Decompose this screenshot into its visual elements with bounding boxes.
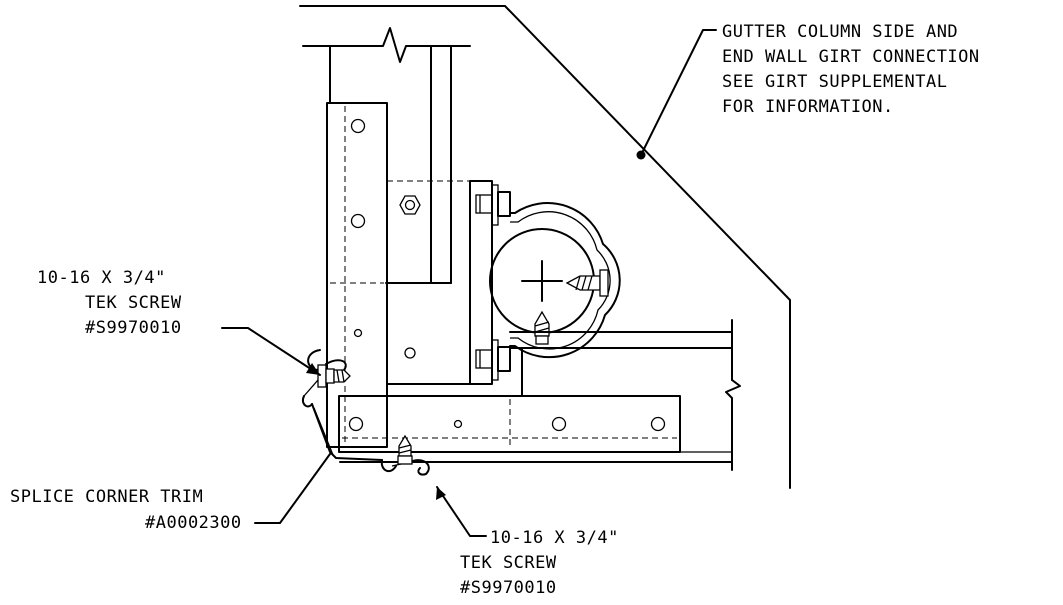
horizontal-clip-plate [338, 395, 681, 453]
callout-splice-trim: SPLICE CORNER TRIM #A0002300 [10, 487, 242, 533]
gutter-connection-line-4: FOR INFORMATION. [722, 97, 894, 117]
detail-boundary [299, 5, 791, 489]
callout-gutter-connection: GUTTER COLUMN SIDE AND END WALL GIRT CON… [722, 22, 980, 117]
callout-tek-screw-bottom: 10-16 X 3/4" TEK SCREW #S9970010 [460, 528, 619, 598]
tek-screw-left-line-2: TEK SCREW [85, 293, 182, 313]
strap-screw [565, 269, 609, 297]
leader-gutter-connection [636, 29, 717, 160]
splice-trim-line-1: SPLICE CORNER TRIM [10, 487, 203, 507]
leader-tek-screw-bottom [436, 486, 487, 537]
gutter-connection-line-3: SEE GIRT SUPPLEMENTAL [722, 72, 947, 92]
plate-bolt-top [475, 184, 511, 226]
tek-screw-left-line-1: 10-16 X 3/4" [37, 268, 166, 288]
callout-tek-screw-left: 10-16 X 3/4" TEK SCREW #S9970010 [37, 268, 182, 338]
vertical-clip-plate [326, 102, 388, 448]
cap-plate [386, 180, 493, 385]
tek-screw-bottom-line-1: 10-16 X 3/4" [490, 528, 619, 548]
strap-bottom-screw [534, 310, 550, 345]
splice-trim-line-2: #A0002300 [145, 513, 242, 533]
tek-screw-left-graphic [317, 364, 351, 388]
gutter-connection-line-2: END WALL GIRT CONNECTION [722, 47, 980, 67]
tek-screw-bottom-graphic [397, 434, 413, 465]
end-wall-girt [339, 319, 741, 471]
tek-screw-left-line-3: #S9970010 [85, 318, 182, 338]
plate-bolt-bottom [475, 339, 511, 381]
gutter-connection-line-1: GUTTER COLUMN SIDE AND [722, 22, 958, 42]
tek-screw-bottom-line-2: TEK SCREW [460, 553, 557, 573]
leader-splice-trim [254, 453, 331, 524]
leader-tek-screw-left [221, 327, 321, 376]
tek-screw-bottom-line-3: #S9970010 [460, 578, 557, 598]
column-member [302, 27, 471, 284]
hex-nut [399, 195, 421, 215]
